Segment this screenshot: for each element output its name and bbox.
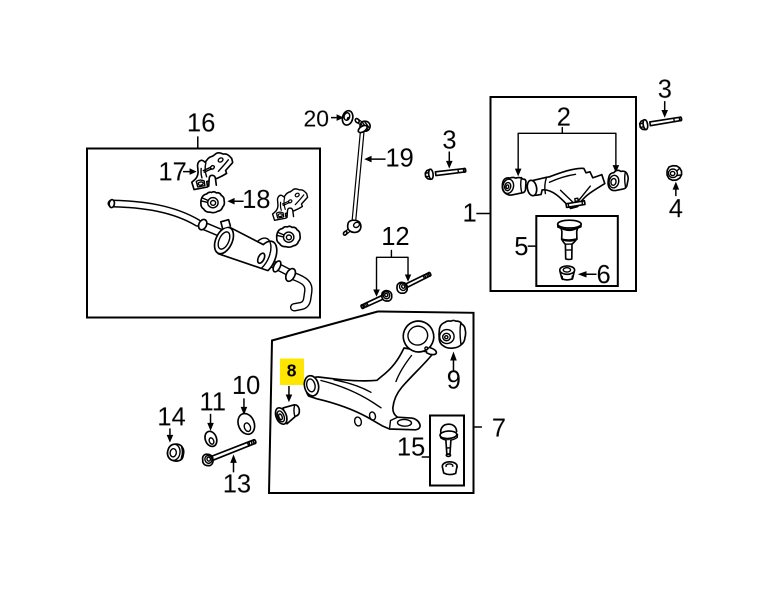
svg-text:14: 14 <box>157 403 185 431</box>
svg-text:7: 7 <box>492 415 506 443</box>
svg-text:9: 9 <box>447 366 461 394</box>
svg-text:18: 18 <box>242 186 270 214</box>
svg-text:5: 5 <box>514 233 528 261</box>
svg-text:16: 16 <box>187 110 215 138</box>
svg-text:20: 20 <box>303 106 329 132</box>
svg-text:2: 2 <box>557 104 571 132</box>
svg-text:13: 13 <box>223 470 251 498</box>
svg-text:17: 17 <box>158 158 186 186</box>
svg-text:11: 11 <box>199 388 225 416</box>
svg-text:19: 19 <box>385 144 413 172</box>
svg-text:4: 4 <box>669 195 683 223</box>
svg-text:3: 3 <box>442 126 456 154</box>
svg-text:12: 12 <box>381 223 409 251</box>
svg-text:1: 1 <box>463 199 477 227</box>
svg-text:15: 15 <box>397 433 425 461</box>
svg-text:8: 8 <box>287 360 297 380</box>
svg-text:10: 10 <box>232 372 260 400</box>
svg-text:3: 3 <box>658 76 672 104</box>
svg-text:6: 6 <box>597 261 611 289</box>
